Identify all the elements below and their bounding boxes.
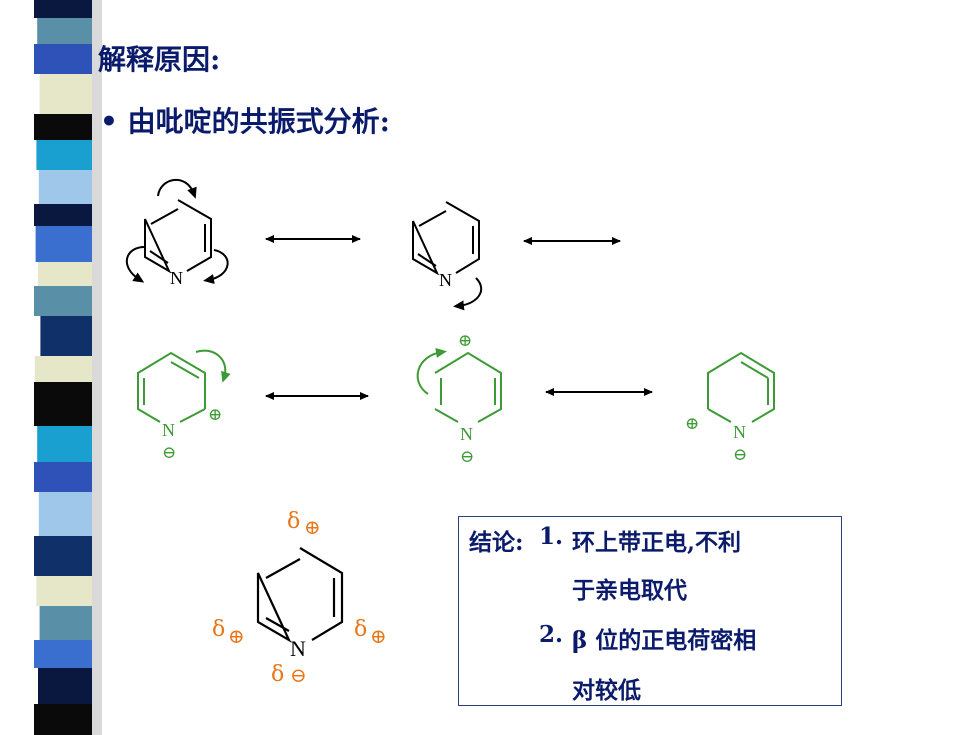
partial-charge-left: δ ⊕	[212, 617, 245, 648]
stripe-band	[34, 356, 92, 382]
stripe-band	[38, 170, 92, 204]
stripe-band	[34, 640, 92, 668]
stripe-band	[34, 0, 92, 18]
stripe-band	[37, 426, 92, 462]
delta-symbol: δ	[271, 662, 284, 687]
nitrogen-label: N	[290, 636, 306, 661]
bullet-text: 由吡啶的共振式分析:	[127, 105, 390, 138]
nitrogen-label: N	[439, 270, 452, 290]
stripe-shadow	[92, 0, 102, 735]
positive-charge: ⊕	[208, 405, 222, 425]
curly-arrow-icon	[125, 245, 147, 283]
decorative-side-stripe	[34, 0, 102, 735]
resonance-structure-c	[137, 351, 206, 423]
bullet-item: • 由吡啶的共振式分析:	[100, 100, 390, 140]
positive-charge: ⊕	[370, 624, 387, 648]
stripe-band	[40, 316, 92, 356]
conclusion-item1-line1: 环上带正电,不利	[572, 529, 742, 556]
stripe-band	[36, 140, 92, 170]
curly-arrow-icon	[203, 249, 229, 284]
negative-charge: ⊖	[290, 663, 307, 687]
slide-title: 解释原因:	[98, 43, 221, 76]
curly-arrow-icon	[453, 277, 483, 311]
conclusion-box: 结论: 1. 环上带正电,不利 于亲电取代 2. β 位的正电荷密相 对较低	[458, 516, 842, 706]
stripe-band	[34, 382, 92, 426]
partial-charge-top: δ ⊕	[287, 509, 321, 539]
stripe-band	[35, 226, 92, 262]
delta-symbol: δ	[287, 509, 300, 534]
positive-charge: ⊕	[458, 331, 472, 351]
resonance-structure-d	[434, 351, 502, 423]
stripe-band	[34, 286, 92, 316]
stripe-band	[38, 668, 92, 704]
partial-charge-nitrogen: δ ⊖	[271, 662, 307, 687]
stripe-band	[34, 204, 92, 226]
delta-symbol: δ	[212, 617, 225, 642]
stripe-band	[34, 704, 92, 735]
conclusion-item1-line2: 于亲电取代	[572, 577, 687, 604]
pyridine-structure-a	[144, 199, 212, 274]
bullet-marker: •	[100, 105, 118, 138]
curly-arrow-icon	[195, 349, 231, 383]
curly-arrow-icon	[157, 178, 197, 199]
stripe-band	[39, 606, 92, 640]
curly-arrow-group-a	[125, 178, 229, 284]
negative-charge: ⊖	[460, 447, 474, 467]
stripe-band	[34, 462, 92, 492]
conclusion-item2-line1: β 位的正电荷密相	[572, 627, 757, 654]
stripe-band	[34, 44, 92, 74]
resonance-structure-e	[707, 351, 775, 423]
negative-charge: ⊖	[162, 443, 176, 463]
partial-charge-right: δ ⊕	[354, 617, 387, 648]
negative-charge: ⊖	[733, 445, 747, 465]
conclusion-item1-number: 1.	[539, 523, 564, 550]
delta-symbol: δ	[354, 617, 367, 642]
positive-charge: ⊕	[685, 414, 699, 434]
pyridine-partial-charges	[256, 547, 344, 643]
conclusion-item2-number: 2.	[539, 621, 564, 648]
curly-arrow-icon	[416, 347, 447, 395]
nitrogen-label: N	[170, 268, 183, 288]
nitrogen-label: N	[162, 420, 175, 440]
stripe-band	[34, 536, 92, 576]
stripe-band	[38, 262, 92, 286]
positive-charge: ⊕	[228, 624, 245, 648]
nitrogen-label: N	[733, 422, 746, 442]
conclusion-lead: 结论:	[469, 529, 524, 556]
stripe-band	[36, 576, 92, 606]
stripe-band	[34, 114, 92, 140]
conclusion-item2-line2: 对较低	[572, 677, 641, 704]
stripe-band	[39, 74, 92, 114]
pyridine-structure-b	[412, 201, 480, 276]
stripe-band	[37, 18, 92, 44]
nitrogen-label: N	[460, 424, 473, 444]
positive-charge: ⊕	[304, 515, 321, 539]
stripe-band	[38, 492, 92, 536]
